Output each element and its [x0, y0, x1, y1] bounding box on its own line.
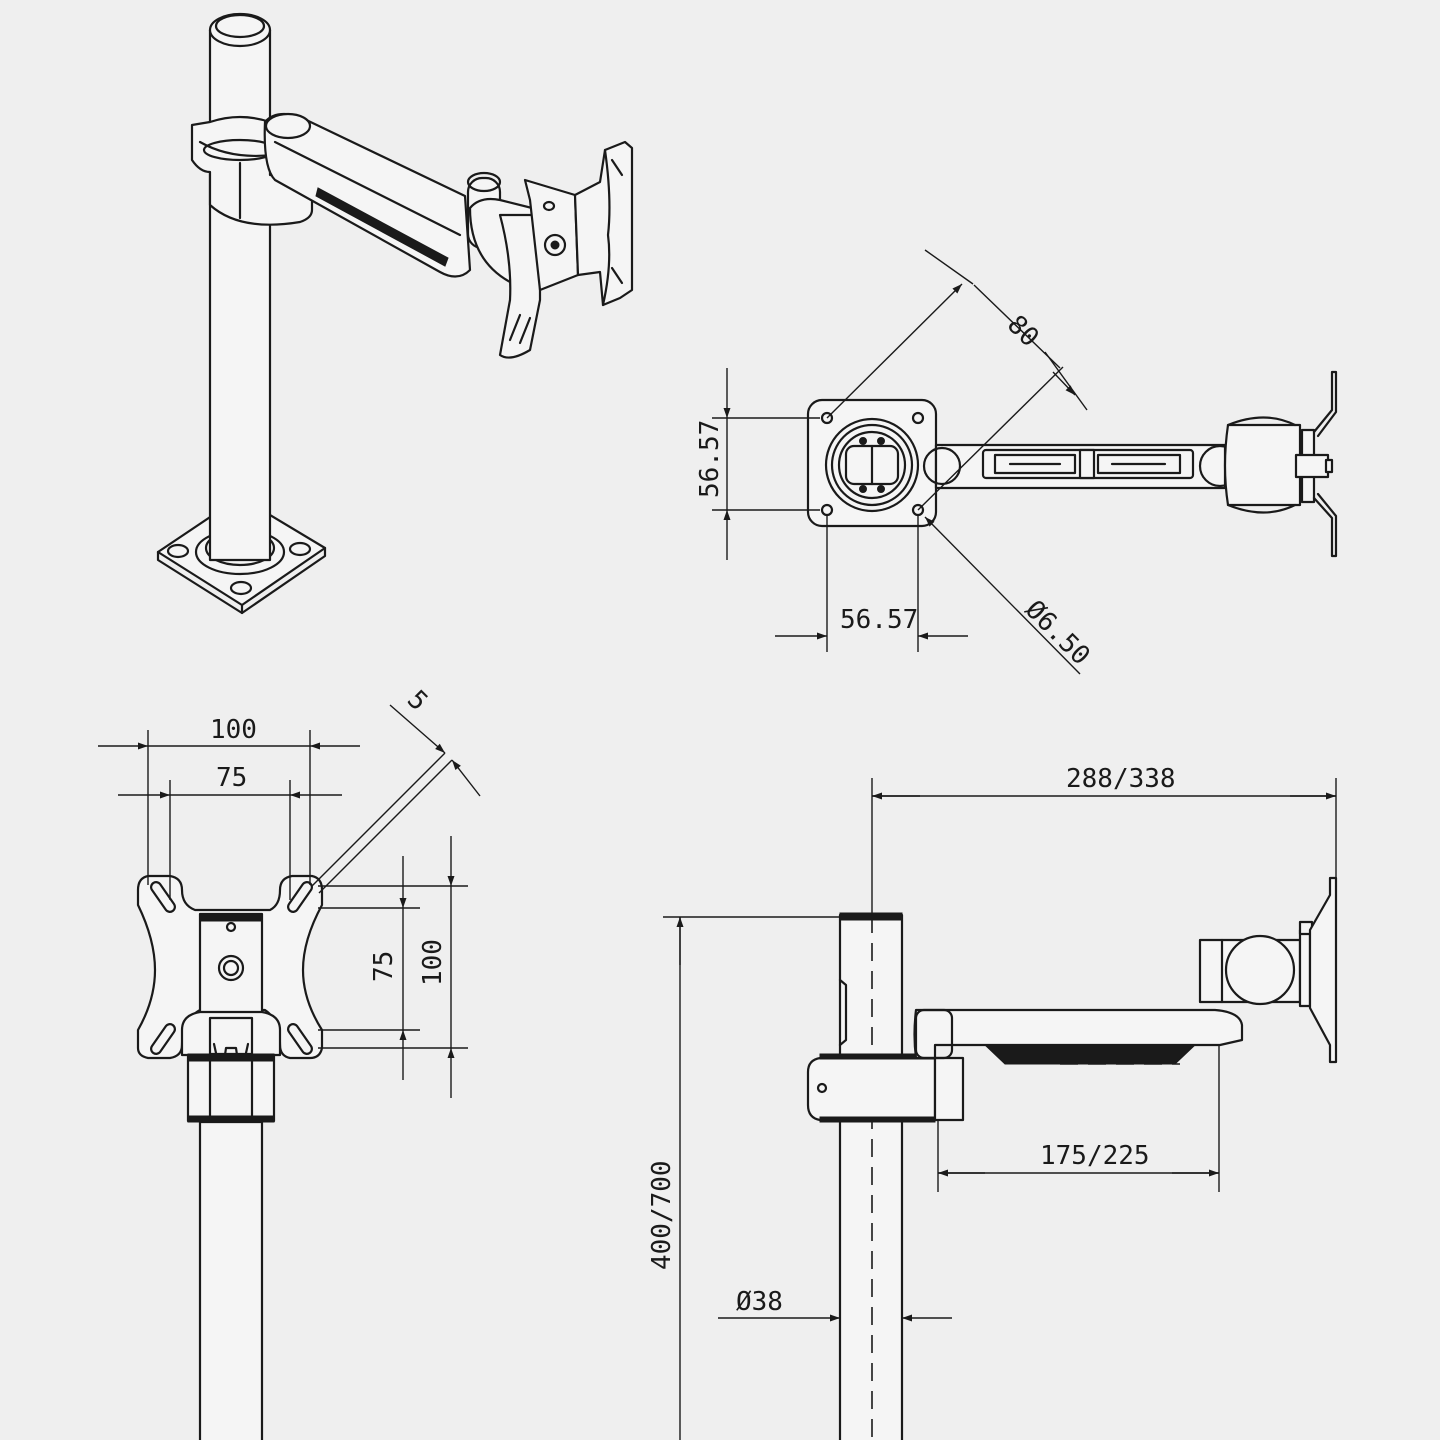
dim-inner-width-75: 75 [216, 763, 247, 793]
isometric-view [156, 12, 634, 615]
dim-arm-length: 175/225 [1040, 1141, 1150, 1171]
dim-horizontal-56-57: 56.57 [840, 605, 918, 635]
dim-outer-height-100: 100 [418, 939, 448, 986]
vesa-plate [573, 140, 634, 307]
base-hole-icon [166, 543, 190, 559]
slot-icon [150, 1023, 176, 1055]
side-pole [838, 913, 904, 1440]
side-collar [806, 1056, 937, 1122]
slot-icon [287, 1023, 313, 1055]
mount-hole-icon [911, 411, 925, 425]
dim-pole-height: 400/700 [647, 1160, 677, 1270]
mount-hole-icon [820, 411, 834, 425]
base-hole-icon [229, 580, 253, 596]
pole-collar [190, 115, 314, 226]
dim-inner-height-75: 75 [369, 951, 399, 982]
front-pole [198, 1120, 264, 1440]
dim-outer-width-100: 100 [210, 715, 257, 745]
pole [208, 28, 272, 562]
knob-icon [217, 954, 245, 982]
base-hole-icon [288, 541, 312, 557]
side-arm [913, 1008, 1244, 1060]
side-vesa-plate [1308, 876, 1338, 1064]
side-view: 288/338 175/225 400/700 Ø38 [647, 764, 1338, 1440]
dim-vertical-56-57: 56.57 [695, 420, 725, 498]
dim-total-reach: 288/338 [1066, 764, 1176, 794]
dim-pole-diameter: Ø38 [736, 1287, 783, 1317]
collar-screw-icon [816, 1082, 828, 1094]
vesa-plate-side [1312, 370, 1338, 438]
top-view: 80 56.57 56.57 Ø6.50 [695, 249, 1338, 675]
knob-icon [543, 233, 567, 257]
front-collar [186, 1054, 276, 1123]
dim-slot-5: 5 [401, 685, 433, 717]
slot-icon [150, 881, 176, 913]
front-view: 100 75 5 75 100 [98, 685, 481, 1440]
dim-hole-diameter: Ø6.50 [1019, 595, 1096, 672]
